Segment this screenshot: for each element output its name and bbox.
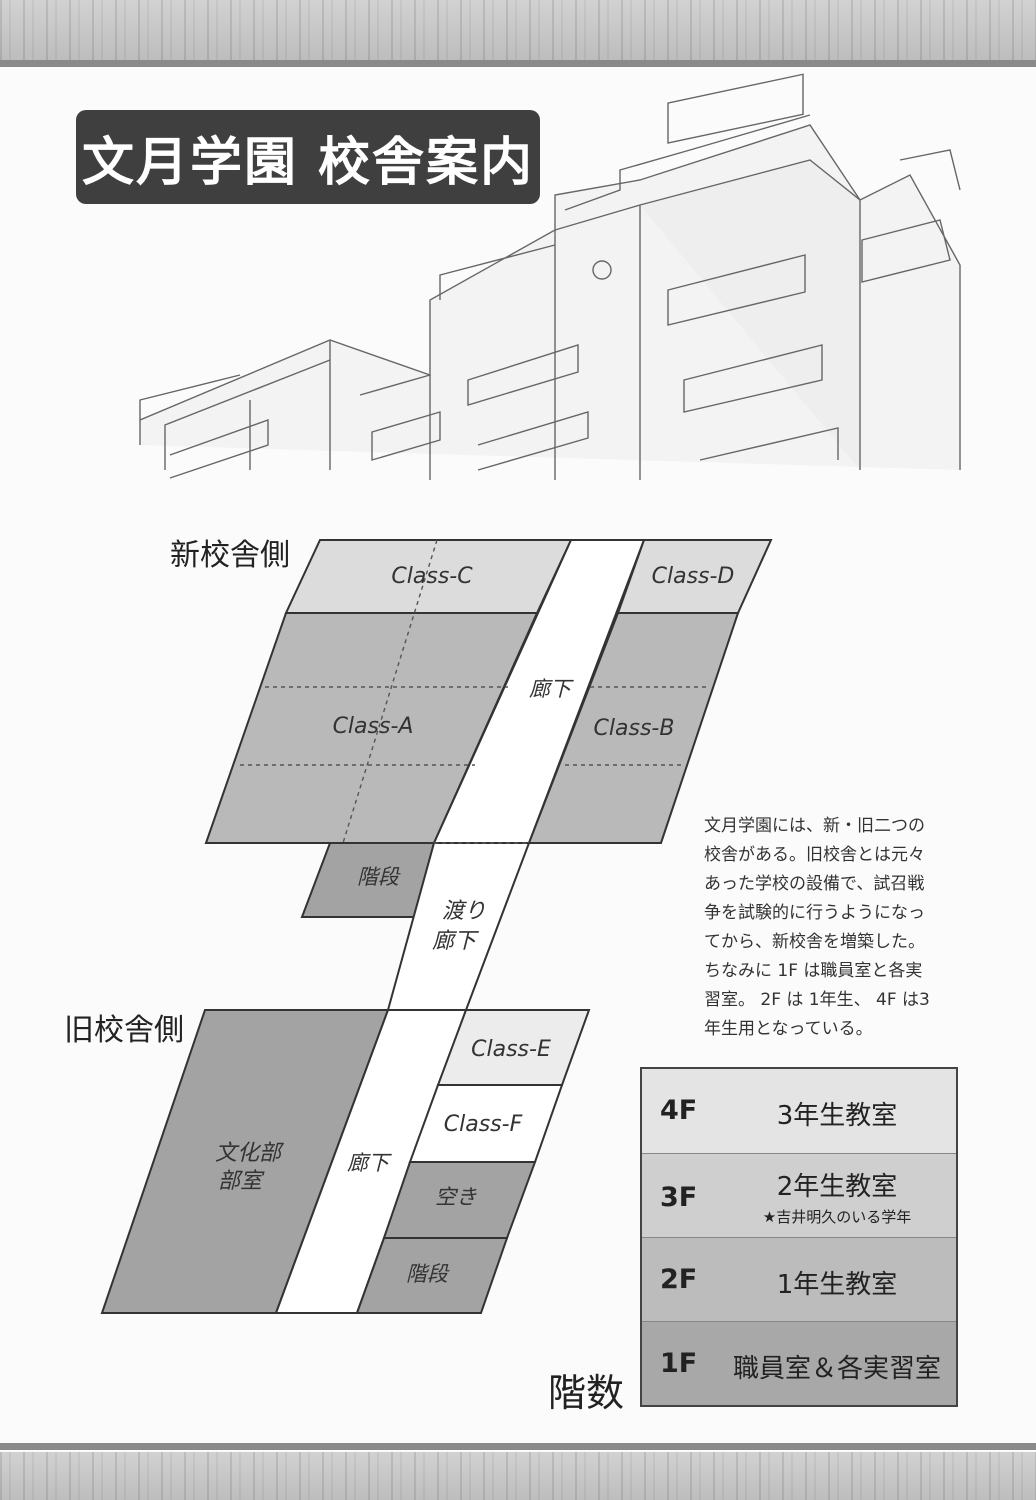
floor-number: 3F xyxy=(660,1182,698,1213)
note-line: てから、新校舎を増築した。 xyxy=(704,932,925,952)
corridor-new-label: 廊下 xyxy=(529,677,574,701)
floor-row-3f: 3F 2年生教室 ★吉井明久のいる学年 xyxy=(642,1153,956,1237)
class-a-label: Class-A xyxy=(333,714,414,739)
floor-number: 1F xyxy=(660,1348,698,1379)
club-label-line2: 部室 xyxy=(218,1169,265,1194)
floor-count-label: 階数 xyxy=(548,1371,625,1415)
wood-border-bottom xyxy=(0,1452,1036,1500)
floor-use: 職員室＆各実習室 xyxy=(732,1354,941,1384)
floor-number: 2F xyxy=(660,1264,698,1295)
note-line: 校舎がある。旧校舎とは元々 xyxy=(704,845,925,865)
old-building-plan xyxy=(100,1009,591,1314)
note-line: あった学校の設備で、試召戦 xyxy=(704,874,925,894)
class-e-label: Class-E xyxy=(471,1037,551,1062)
new-building-side-label: 新校舎側 xyxy=(170,538,290,573)
corridor-old-label: 廊下 xyxy=(347,1151,392,1175)
note-line: 文月学園には、新・旧二つの xyxy=(704,816,925,836)
class-f-label: Class-F xyxy=(444,1112,523,1137)
bridge-label-line2: 廊下 xyxy=(432,929,480,954)
school-building-drawing xyxy=(139,73,961,480)
title-banner: 文月学園 校舎案内 xyxy=(76,110,540,204)
floor-guide-table: 4F 3年生教室 3F 2年生教室 ★吉井明久のいる学年 2F 1年生教室 1F… xyxy=(640,1067,958,1407)
floor-use: 1年生教室 xyxy=(776,1270,898,1300)
floor-use: 2年生教室 xyxy=(776,1172,898,1202)
class-b-label: Class-B xyxy=(594,716,675,741)
old-building-side-label: 旧校舎側 xyxy=(64,1013,184,1048)
note-line: 習室。 2F は 1年生、 4F は3 xyxy=(704,990,930,1010)
note-line: 争を試験的に行うようになっ xyxy=(704,903,925,923)
new-building-plan xyxy=(204,539,773,1011)
floor-use: 3年生教室 xyxy=(776,1101,898,1131)
wood-border-top xyxy=(0,0,1036,60)
bottom-rule xyxy=(0,1443,1036,1450)
top-rule xyxy=(0,60,1036,67)
floor-row-1f: 1F 職員室＆各実習室 xyxy=(642,1321,956,1405)
class-b-room xyxy=(527,612,740,844)
class-c-label: Class-C xyxy=(391,564,473,589)
page-title: 文月学園 校舎案内 xyxy=(81,131,535,193)
stairs-new-label: 階段 xyxy=(357,865,401,889)
bridge-label-line1: 渡り xyxy=(442,899,486,924)
stairs-old xyxy=(355,1237,509,1314)
club-label-line1: 文化部 xyxy=(215,1141,285,1166)
floor-number: 4F xyxy=(660,1095,698,1126)
floor-row-2f: 2F 1年生教室 xyxy=(642,1237,956,1321)
vacant-label: 空き xyxy=(435,1185,477,1209)
description-note: 文月学園には、新・旧二つの 校舎がある。旧校舎とは元々 あった学校の設備で、試召… xyxy=(704,812,964,1044)
floor-note: ★吉井明久のいる学年 xyxy=(762,1208,912,1226)
stairs-old-label: 階段 xyxy=(406,1262,450,1286)
class-d-label: Class-D xyxy=(652,564,735,589)
note-line: 年生用となっている。 xyxy=(704,1019,873,1039)
floor-row-4f: 4F 3年生教室 xyxy=(642,1069,956,1153)
note-line: ちなみに 1F は職員室と各実 xyxy=(704,961,923,981)
